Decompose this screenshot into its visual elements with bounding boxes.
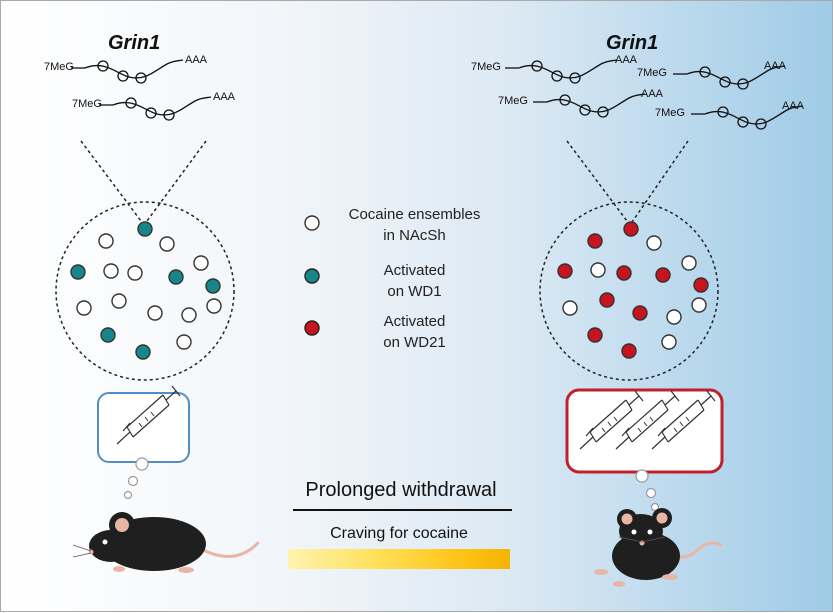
neuron-activated-wd21 [621,343,637,359]
left-mrna-1-tail: AAA [185,54,208,66]
neuron-ensemble [176,334,192,350]
neuron-ensemble [590,262,606,278]
thought-bubble-icon [123,457,149,500]
neuron-ensemble [206,298,222,314]
neuron-ensemble [691,297,707,313]
right-neurons [557,221,709,359]
thought-bubble-icon [635,469,660,512]
left-ensemble-region [55,201,235,381]
neuron-activated-wd1 [205,278,221,294]
legend-dot-wd1 [304,268,320,284]
left-mrna-1 [70,59,184,84]
neuron-activated-wd1 [135,344,151,360]
neuron-ensemble [661,334,677,350]
left-gene-title: Grin1 [108,32,161,54]
neuron-ensemble [193,255,209,271]
right-mrna-3-cap: 7MeG [498,95,528,107]
neuron-activated-wd21 [587,233,603,249]
neuron-activated-wd1 [100,327,116,343]
legend-wd21-label: Activated on WD21 [367,311,462,353]
neuron-ensemble [562,300,578,316]
neuron-ensemble [76,300,92,316]
neuron-activated-wd21 [623,221,639,237]
neuron-ensemble [681,255,697,271]
legend-wd1-line1: Activated [383,262,446,279]
right-mrna-1 [504,59,618,84]
legend-dot-wd21 [304,320,320,336]
legend-dot-ensemble [304,215,320,231]
neuron-ensemble [147,305,163,321]
left-mrna-2-tail: AAA [213,91,236,103]
neuron-ensemble [98,233,114,249]
legend-ensemble-line1: Cocaine ensembles [348,206,481,223]
legend-wd1-label: Activated on WD1 [367,260,462,302]
neuron-ensemble [666,309,682,325]
neuron-activated-wd21 [587,327,603,343]
withdrawal-underline [293,509,512,511]
right-mrna-1-tail: AAA [615,54,638,66]
withdrawal-label: Prolonged withdrawal [305,479,497,501]
right-mrna-1-cap: 7MeG [471,61,501,73]
right-gene-title: Grin1 [606,32,659,54]
left-mrna-2-cap: 7MeG [72,98,102,110]
right-mrna-2-cap: 7MeG [637,67,667,79]
neuron-ensemble [181,307,197,323]
neuron-activated-wd21 [599,292,615,308]
right-zoom-line-b [629,140,689,226]
right-mrna-4-tail: AAA [782,100,805,112]
neuron-activated-wd1 [137,221,153,237]
neuron-activated-wd1 [70,264,86,280]
neuron-ensemble [111,293,127,309]
legend-wd21-line2: on WD21 [383,334,446,351]
left-zoom-line-a [80,140,145,226]
neuron-ensemble [159,236,175,252]
neuron-activated-wd21 [557,263,573,279]
left-mrna-1-cap: 7MeG [44,61,74,73]
craving-label: Craving for cocaine [330,525,468,542]
right-mrna-3 [532,93,646,118]
right-mrna-4-cap: 7MeG [655,107,685,119]
neuron-activated-wd21 [632,305,648,321]
legend-ensemble-line2: in NAcSh [383,227,446,244]
neuron-activated-wd21 [616,265,632,281]
legend-wd21-line1: Activated [383,313,446,330]
neuron-ensemble [103,263,119,279]
mouse-icon [594,508,723,587]
mouse-icon [72,512,260,573]
right-mrna-3-tail: AAA [641,88,664,100]
neuron-activated-wd21 [693,277,709,293]
legend-wd1-line2: on WD1 [387,283,442,300]
craving-gradient-bar [288,549,510,569]
left-neurons [70,221,222,360]
right-zoom-line-a [566,140,631,226]
neuron-ensemble [646,235,662,251]
legend-ensemble-label: Cocaine ensembles in NAcSh [327,204,502,246]
neuron-ensemble [127,265,143,281]
neuron-activated-wd1 [168,269,184,285]
neuron-activated-wd21 [655,267,671,283]
left-mrna-2 [98,96,212,121]
right-ensemble-region [539,201,719,381]
left-zoom-line-b [143,140,207,226]
right-mrna-2-tail: AAA [764,60,787,72]
